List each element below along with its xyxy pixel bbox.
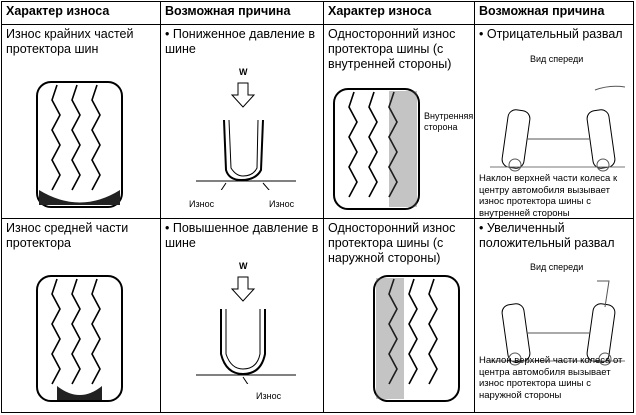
cell-wear: Износ средней части протектора xyxy=(1,218,161,413)
header-cause-2: Возможная причина xyxy=(474,1,634,25)
wear-text: Износ средней части протектора xyxy=(6,221,129,250)
table-row: Износ крайних частей протектора шин • По… xyxy=(1,24,634,219)
wear-label: Износ xyxy=(256,391,282,401)
force-label: W xyxy=(239,67,248,77)
cell-wear-2: Односторонний износ протектора шины (с н… xyxy=(323,218,475,413)
header-cause: Возможная причина xyxy=(160,1,324,25)
camber-note: Наклон верхней части колеса от центра ав… xyxy=(479,355,623,401)
front-view-label: Вид спереди xyxy=(530,262,584,272)
front-view-label: Вид спереди xyxy=(530,54,584,64)
wear2-text: Односторонний износ протектора шины (с в… xyxy=(328,27,456,71)
header-wear: Характер износа xyxy=(1,1,161,25)
cause-text: • Пониженное давление в шине xyxy=(165,27,315,56)
cell-cause-2: • Увеличенный положительный развал Вид с… xyxy=(474,218,634,413)
tire-tread-outer-wear-image xyxy=(373,275,460,402)
camber-note: Наклон верхней части колеса к центру авт… xyxy=(479,173,618,219)
wear-label-left: Износ xyxy=(189,199,215,209)
low-pressure-tire-diagram xyxy=(196,82,296,190)
cell-wear-2: Односторонний износ протектора шины (с в… xyxy=(323,24,475,219)
header-row: Характер износа Возможная причина Характ… xyxy=(1,1,634,25)
wear-text: Износ крайних частей протектора шин xyxy=(6,27,134,56)
cell-cause: • Пониженное давление в шине W Износ Изн… xyxy=(160,24,324,219)
negative-camber-diagram xyxy=(490,85,625,172)
cause2-text: • Увеличенный положительный развал xyxy=(479,221,615,250)
positive-camber-diagram xyxy=(490,280,625,366)
cause2-text: • Отрицательный развал xyxy=(479,27,623,41)
force-label: W xyxy=(239,261,248,271)
wear2-text: Односторонний износ протектора шины (с н… xyxy=(328,221,456,265)
cause-text: • Повышенное давление в шине xyxy=(165,221,319,250)
tire-tread-center-wear-image xyxy=(36,275,123,402)
tire-tread-inner-wear-image xyxy=(333,88,420,210)
tire-tread-edge-wear-image xyxy=(36,81,123,208)
table-row: Износ средней части протектора • Повышен… xyxy=(1,218,634,413)
cell-cause: • Повышенное давление в шине W Износ xyxy=(160,218,324,413)
header-wear-2: Характер износа xyxy=(323,1,475,25)
inner-side-label: Внутренняя сторона xyxy=(424,111,474,132)
high-pressure-tire-diagram xyxy=(196,276,296,384)
wear-label-right: Износ xyxy=(269,199,295,209)
cell-wear: Износ крайних частей протектора шин xyxy=(1,24,161,219)
cell-cause-2: • Отрицательный развал Вид спереди Накло… xyxy=(474,24,634,219)
